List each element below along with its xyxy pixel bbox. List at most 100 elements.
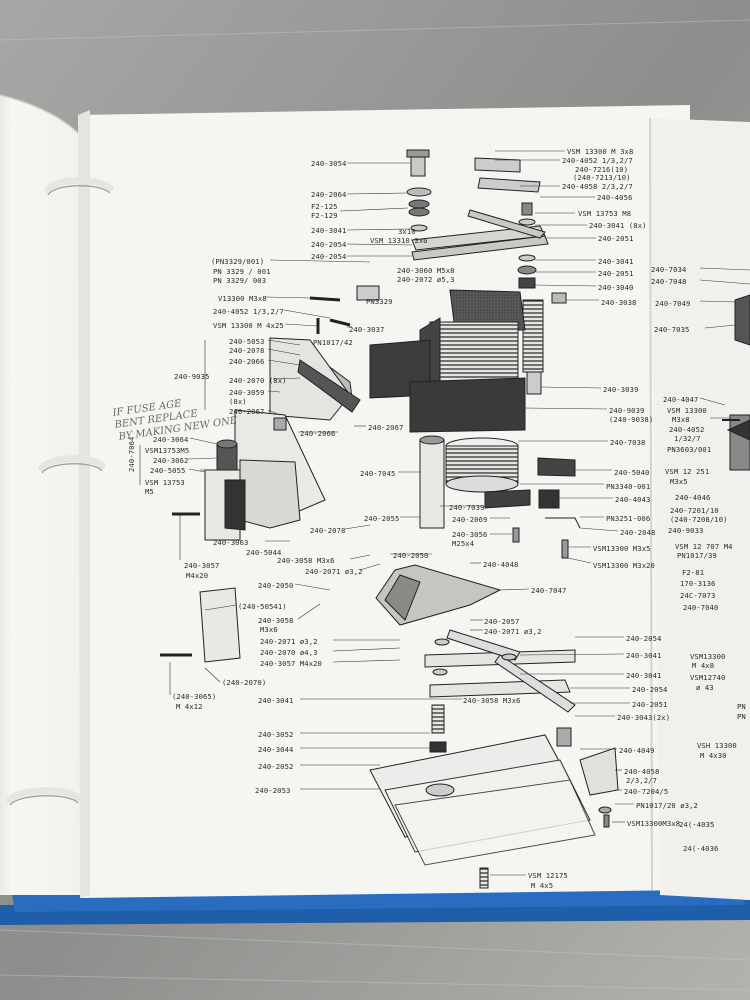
label-pn3329-001: PN 3329 / 001: [213, 267, 271, 276]
label-240-3041-c: 240-3041: [626, 651, 662, 660]
label-240-7040: 240-7040: [683, 603, 719, 612]
label-240-7201: 240-7201/10: [670, 506, 719, 515]
label-v13300-m3x8: V13300 M3x8: [218, 294, 267, 303]
label-240-3040: 240-3040: [598, 283, 634, 292]
label-240-3044: 240-3044: [258, 745, 294, 754]
label-240-3056: 240-3056: [452, 530, 488, 539]
label-240-2070-b: 240-2070 ø4,3: [260, 648, 318, 657]
label-240-5044: 240-5044: [246, 548, 282, 557]
label-240-3037: 240-3037: [349, 325, 385, 334]
label-240-4035: 24(-4035: [679, 820, 715, 829]
label-240-2070-8x: 240-2070 (8x): [229, 376, 287, 385]
label-240-3041-d: 240-3041: [626, 671, 662, 680]
label-vsm13310-3x6: VSM 13310 3x6: [370, 236, 428, 245]
label-240-2066-b: 240-2066: [300, 429, 336, 438]
label-vsm12251: VSM 12 251: [665, 467, 710, 476]
label-240-9039: 240-9039: [609, 406, 645, 415]
label-vsm12175: VSM 12175: [528, 871, 568, 880]
label-vsm13300-m3x5: VSM13300 M3x5: [593, 544, 651, 553]
label-240-7038: 240-7038: [610, 438, 646, 447]
label-pn3251-006: PN3251-006: [606, 514, 651, 523]
label-m5: M5: [145, 487, 154, 496]
label-240-7047: 240-7047: [531, 586, 567, 595]
label-f2-81: F2-81: [682, 568, 705, 577]
label-3x10: 3x10: [398, 227, 416, 236]
label-240-3058-a: 240-3058 M3x6: [277, 556, 335, 565]
label-240-4043: 240-4043: [615, 495, 651, 504]
label-240-3059: 240-3059: [229, 388, 265, 397]
label-240-2078-b: 240-2078: [310, 526, 346, 535]
label-240-2052: 240-2052: [258, 762, 294, 771]
label-m3x5-right: M3x5: [670, 477, 688, 486]
label-vsm13300-m3x8-top: VSM 13300 M 3x8: [567, 147, 634, 156]
label-240-4056: 240-4056: [597, 193, 633, 202]
label-240-3058-c: 240-3058 M3x6: [463, 696, 521, 705]
label-240-4036: 24(-4036: [683, 844, 719, 853]
label-240-2071-c: 240-2071 ø3,2: [260, 637, 318, 646]
label-pn1017-20: PN1017/20 ø3,2: [636, 801, 698, 810]
label-vsm13300m3x8-b: VSM13300M3x8: [627, 819, 681, 828]
label-240-3038: 240-3038: [601, 298, 637, 307]
label-240-3057-a: 240-3057: [184, 561, 220, 570]
label-240-2051-a: 240-2051: [598, 234, 634, 243]
label-8x: (8x): [229, 397, 247, 406]
label-vsm13753-m8: VSM 13753 M8: [578, 209, 632, 218]
label-pn1017-42: PN1017/42: [313, 338, 353, 347]
label-240-7049: 240-7049: [655, 299, 691, 308]
label-240-7208: (240-7208/10): [670, 515, 728, 524]
label-240-3058-b: 240-3058: [258, 616, 294, 625]
label-240-3039: 240-3039: [603, 385, 639, 394]
label-pn3329-001-paren: (PN3329/001): [211, 257, 265, 266]
label-pn3329-part: PN3329: [366, 297, 393, 306]
label-240-2071-b: 240-2071 ø3,2: [484, 627, 542, 636]
label-240-7073: 24C-7073: [680, 591, 716, 600]
label-240-7213: (240-7213/10): [573, 173, 631, 182]
label-240-4052-top: 240-4052 1/3,2/7: [562, 156, 633, 165]
label-240-2066-a: 240-2066: [229, 357, 265, 366]
label-phi43: ø 43: [696, 683, 714, 692]
label-240-3054: 240-3054: [311, 159, 347, 168]
label-240-3041-e: 240-3041: [258, 696, 294, 705]
label-pn3603-001: PN3603/001: [667, 445, 712, 454]
label-pn3340-001: PN3340-001: [606, 482, 651, 491]
label-pn-b: PN: [737, 712, 746, 721]
label-240-9033: 240-9033: [668, 526, 704, 535]
label-2-3-2-7: 2/3,2/7: [626, 776, 657, 785]
label-m4x8: M 4x8: [692, 661, 715, 670]
label-240-4047: 240-4047: [663, 395, 699, 404]
label-240-2078-a: 240-2078: [229, 346, 265, 355]
label-m4x12: M 4x12: [176, 702, 203, 711]
label-240-2050-b: 240-2050: [258, 581, 294, 590]
binder-rings: [6, 177, 114, 804]
label-240-2054-d: 240-2054: [632, 685, 668, 694]
label-vsm12740: VSM12740: [690, 673, 726, 682]
label-240-2051-b: 240-2051: [598, 269, 634, 278]
label-m4x20: M4x20: [186, 571, 209, 580]
label-240-3064: 240-3064: [153, 435, 189, 444]
label-240-5040: 240-5040: [614, 468, 650, 477]
label-240-3063: 240-3063: [213, 538, 249, 547]
label-m4x30: M 4x30: [700, 751, 727, 760]
left-curled-page: [0, 95, 80, 895]
label-240-2067-b: 240-2067: [368, 423, 404, 432]
label-240-2071-a: 240-2071 ø3,2: [305, 567, 363, 576]
label-vsm12707: VSM 12 707 M4: [675, 542, 733, 551]
label-240-9035: 240-9035: [174, 372, 210, 381]
label-240-3062: 240-3062: [153, 456, 189, 465]
label-240-7034: 240-7034: [651, 265, 687, 274]
label-240-7039: 240-7039: [449, 503, 485, 512]
label-pn3329-003: PN 3329/ 003: [213, 276, 267, 285]
label-240-7045: 240-7045: [360, 469, 396, 478]
label-240-2054-c: 240-2054: [626, 634, 662, 643]
label-vsh13300: VSH 13300: [697, 741, 737, 750]
label-240-2067-a: 240-2067: [229, 407, 265, 416]
label-240-4048: 240-4048: [483, 560, 519, 569]
label-240-4052-right: 240-4052: [669, 425, 705, 434]
label-240-2055: 240-2055: [364, 514, 400, 523]
right-page: [650, 118, 750, 900]
label-240-9038: (240-9038): [609, 415, 654, 424]
label-240-4058-b: 240-4058: [624, 767, 660, 776]
label-240-7048: 240-7048: [651, 277, 687, 286]
label-vsm13300-right: VSM 13300: [667, 406, 707, 415]
